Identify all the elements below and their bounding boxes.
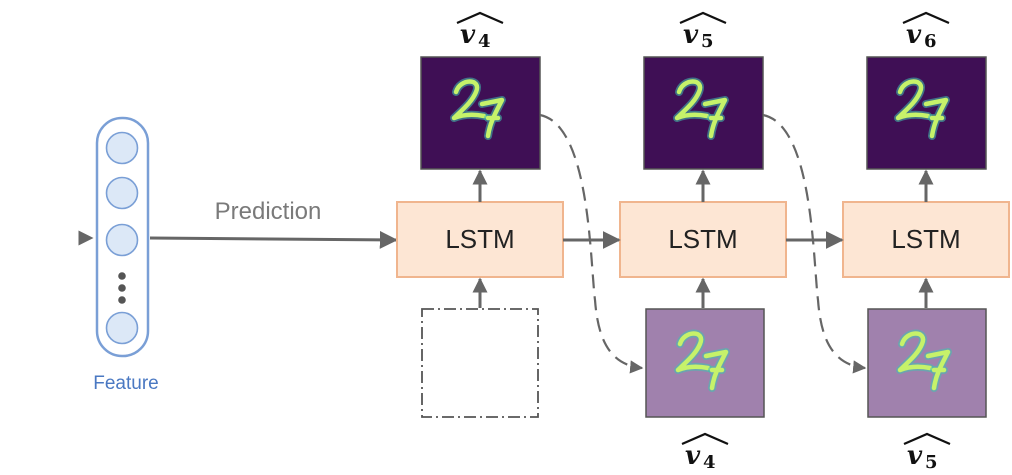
svg-text:4: 4 <box>478 31 491 52</box>
svg-text:v: v <box>460 20 476 50</box>
prediction-arrow <box>149 230 398 249</box>
output-label-2: v 5 <box>679 11 727 52</box>
svg-text:v: v <box>906 20 922 50</box>
output-frame-1 <box>420 56 541 170</box>
input-label-2: v 5 <box>903 432 951 473</box>
feature-node <box>105 223 139 257</box>
output-label-3: v 6 <box>902 11 950 52</box>
svg-text:6: 6 <box>924 31 937 52</box>
lstm-cell-3: LSTM <box>842 201 1010 278</box>
feature-node <box>105 131 139 165</box>
ellipsis-dot <box>118 296 126 304</box>
lstm-cell-2: LSTM <box>619 201 787 278</box>
svg-text:5: 5 <box>925 452 938 473</box>
svg-text:v: v <box>683 20 699 50</box>
empty-input-frame <box>421 308 539 418</box>
lstm-label: LSTM <box>891 224 960 254</box>
feature-label: Feature <box>93 373 158 394</box>
input-label-1: v 4 <box>681 432 729 473</box>
svg-text:v: v <box>685 441 701 471</box>
prediction-label: Prediction <box>215 198 322 225</box>
feedback-arrow <box>762 113 867 374</box>
lstm-label: LSTM <box>668 224 737 254</box>
ellipsis-dot <box>118 284 126 292</box>
input-frame-1 <box>645 308 765 418</box>
output-frame-3 <box>866 56 987 170</box>
feedback-arrow <box>539 113 644 374</box>
feature-vector: Feature <box>0 116 159 394</box>
feature-node <box>105 176 139 210</box>
svg-text:4: 4 <box>703 452 716 473</box>
svg-text:v: v <box>907 441 923 471</box>
feature-node <box>105 311 139 345</box>
lstm-label: LSTM <box>445 224 514 254</box>
input-frame-2 <box>867 308 987 418</box>
output-frame-2 <box>643 56 764 170</box>
lstm-cell-1: LSTM <box>396 201 564 278</box>
svg-text:5: 5 <box>701 31 714 52</box>
output-label-1: v 4 <box>456 11 504 52</box>
ellipsis-dot <box>118 272 126 280</box>
